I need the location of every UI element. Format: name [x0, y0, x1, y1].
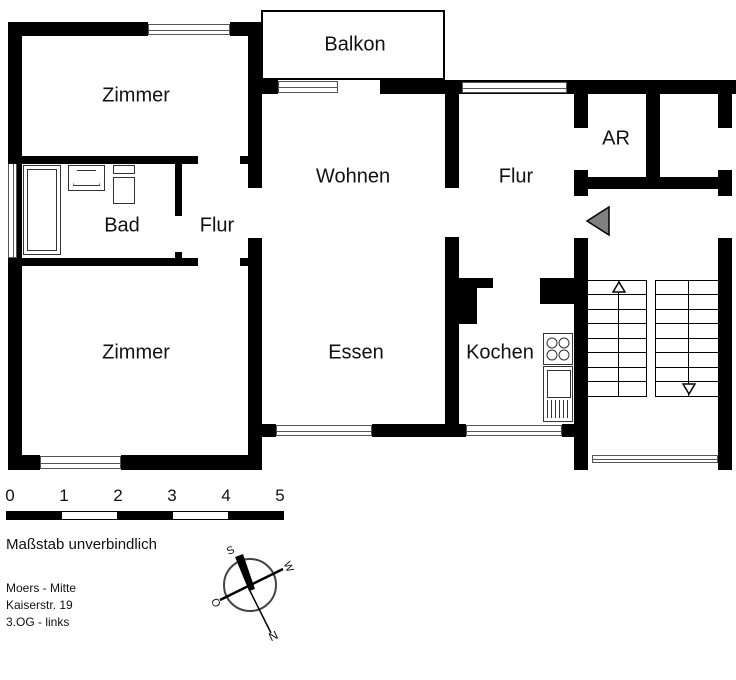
window-zimmer-top [148, 24, 230, 35]
wall-top-left [8, 22, 148, 36]
scale-tick-5: 5 [275, 486, 285, 505]
wall-essen-kochen [445, 237, 459, 437]
room-label-essen: Essen [328, 341, 384, 364]
balcony-outline [261, 10, 445, 80]
entrance-arrow-icon [585, 205, 610, 237]
window-bad [8, 160, 17, 258]
wall-bad-top [8, 156, 198, 164]
wall-ar-bottom [574, 177, 732, 189]
wall-right-ar-bottom [718, 170, 732, 196]
kitchen-sink [543, 366, 573, 422]
staircase [588, 280, 718, 397]
wall-bottom-left [8, 455, 40, 470]
wall-bottom-mid [121, 455, 262, 470]
wall-kochen-bottom-right [562, 424, 576, 437]
room-label-zimmer-bottom: Zimmer [102, 341, 170, 364]
wall-kochen-right-block [540, 278, 576, 304]
scale-tick-4: 4 [221, 486, 231, 505]
room-label-ar: AR [602, 127, 630, 150]
wall-ar-left-top [574, 80, 588, 128]
wall-essen-bottom [372, 424, 466, 437]
address-floor: 3.OG - links [6, 615, 70, 629]
room-label-flur-right: Flur [498, 165, 534, 188]
wall-right-top [718, 80, 732, 128]
compass-rose-icon: S W O N [205, 544, 305, 645]
scale-bar [6, 511, 284, 520]
door-balcony [278, 81, 338, 93]
wall-bad-bottom [8, 258, 198, 266]
room-label-balkon: Balkon [324, 33, 386, 56]
window-zimmer-bottom [40, 456, 121, 469]
room-label-kochen: Kochen [466, 341, 534, 364]
sink [68, 165, 105, 191]
room-label-flur-left: Flur [199, 214, 235, 237]
wall-zimmer-right [248, 22, 262, 188]
room-label-wohnen: Wohnen [315, 165, 391, 188]
wall-wohnen-flur [445, 80, 459, 188]
address-street: Kaiserstr. 19 [6, 598, 73, 612]
scale-tick-3: 3 [167, 486, 177, 505]
window-flur [462, 82, 567, 93]
window-kochen [466, 425, 562, 436]
stove [543, 333, 573, 365]
room-label-zimmer-top: Zimmer [102, 84, 170, 107]
wall-flur-stub-bottom [240, 258, 250, 266]
wall-stair-right [718, 238, 732, 470]
scale-tick-2: 2 [113, 486, 123, 505]
wall-balcony-left [262, 80, 278, 94]
wall-ar-middle [646, 80, 660, 180]
toilet [113, 177, 135, 204]
wall-essen-bottom-left [262, 424, 276, 437]
wall-bad-flur [175, 162, 182, 216]
stairs-up-arrow-icon [612, 281, 626, 293]
wall-stair-left [574, 238, 588, 470]
bathtub [23, 165, 61, 255]
wall-kochen-block-2 [455, 278, 477, 324]
window-stairwell [592, 455, 718, 463]
wall-flur-stub-top [240, 156, 250, 164]
scale-note: Maßstab unverbindlich [6, 536, 157, 553]
scale-tick-1: 1 [59, 486, 69, 505]
room-label-bad: Bad [104, 214, 140, 237]
window-essen [276, 425, 372, 436]
wall-bad-flur-stub [175, 252, 182, 260]
address-district: Moers - Mitte [6, 581, 77, 595]
wall-zimmer-right-2 [248, 238, 262, 470]
stairs-down-arrow-icon [682, 383, 696, 395]
scale-tick-0: 0 [5, 486, 15, 505]
toilet-tank [113, 165, 135, 174]
